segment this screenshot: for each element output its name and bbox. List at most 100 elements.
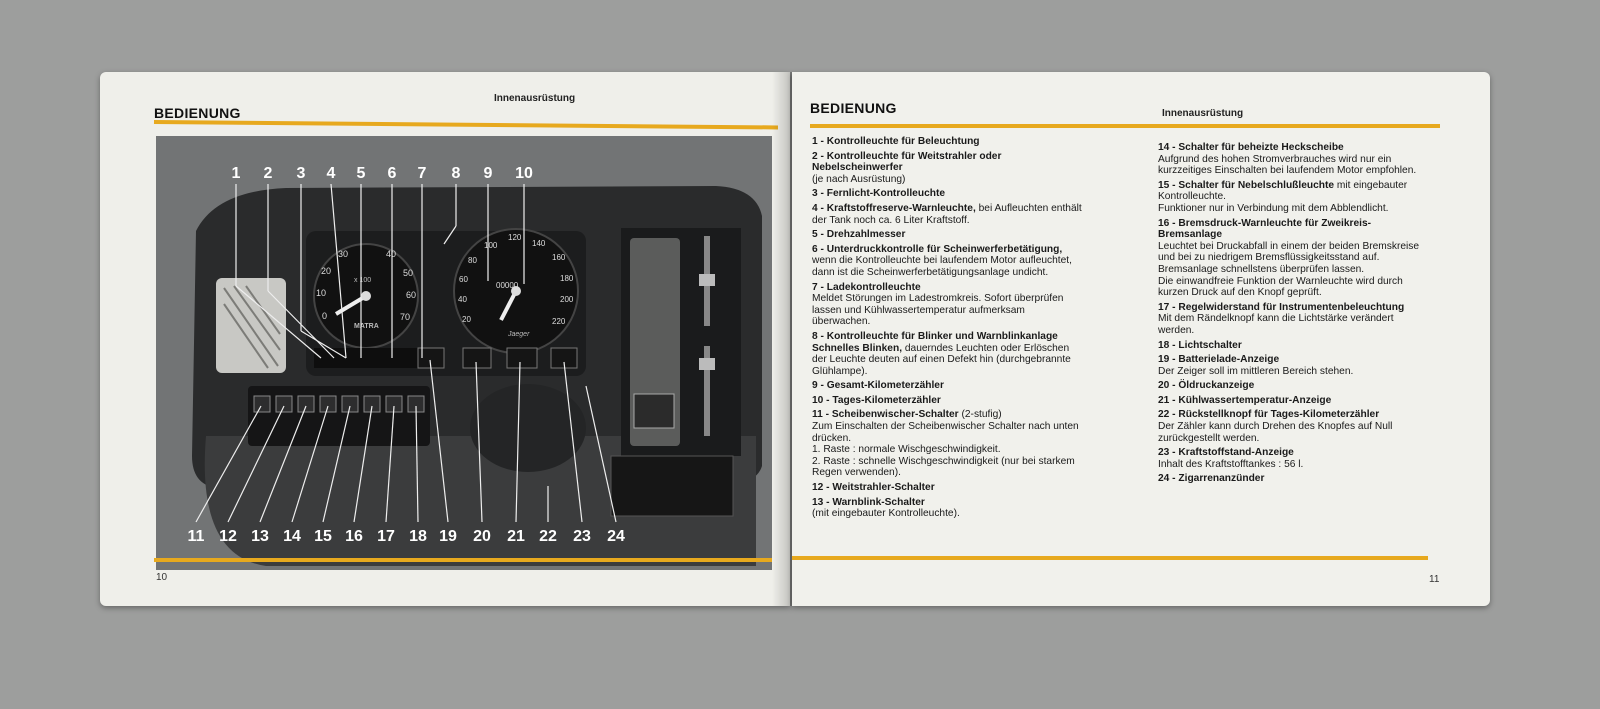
legend-item: 15 - Schalter für Nebelschlußleuchte mit… [1158,180,1430,215]
left-page-subtitle: Innenausrüstung [494,93,576,104]
legend-item-title: 19 - Batterielade-Anzeige [1158,354,1280,366]
legend-item-title: 5 - Drehzahlmesser [812,229,906,241]
legend-item-title: 3 - Fernlicht-Kontrolleuchte [812,188,946,200]
speedo-label: 140 [532,239,546,248]
speedo-label: 20 [462,315,471,324]
legend-item-inline-text: bei Aufleuchten enthält der Tank noch ca… [812,202,1082,226]
slider-knob-upper [699,274,715,286]
legend-item-title: 7 - Ladekontrolleuchte [812,281,921,293]
legend-item-title: 13 - Warnblink-Schalter [812,496,925,508]
legend-item: 10 - Tages-Kilometerzähler [812,395,1084,407]
callout-1: 1 [232,165,241,182]
legend-item-description: Mit dem Rändelknopf kann die Lichtstärke… [1158,313,1394,336]
legend-item-description: Inhalt des Kraftstofftankes : 56 l. [1158,458,1304,470]
legend-item: 3 - Fernlicht-Kontrolleuchte [812,188,1084,200]
legend-item-title: 6 - Unterdruckkontrolle für Scheinwerfer… [812,243,1063,255]
speedo-brand: Jaeger [507,331,530,338]
legend-item-title: 21 - Kühlwassertemperatur-Anzeige [1158,394,1332,406]
left-header-rule [153,120,778,130]
legend-item-description: Zum Einschalten der Scheibenwischer Scha… [812,421,1079,479]
legend-item-title: 4 - Kraftstoffreserve-Warnleuchte, [812,202,976,214]
tacho-unit: x 100 [354,277,371,284]
coolant-temp-gauge [506,347,538,369]
callout-6: 6 [388,165,397,182]
speedo-label: 220 [552,317,566,326]
callout-8: 8 [452,165,461,182]
legend-column-1: 1 - Kontrolleuchte für Beleuchtung 2 - Ko… [812,136,1084,523]
legend-item: 12 - Weitstrahler-Schalter [812,482,1084,494]
legend-item-title: 14 - Schalter für beheizte Heckscheibe [1158,142,1344,153]
speedo-label: 100 [484,241,498,250]
callout-22: 22 [539,528,557,545]
legend-item-title: 11 - Scheibenwischer-Schalter [812,409,959,421]
legend-item-title: 23 - Kraftstoffstand-Anzeige [1158,447,1294,459]
legend-item-description: (mit eingebauter Kontrolleuchte). [812,508,960,520]
legend-item: 8 - Kontrolleuchte für Blinker und Warnb… [812,331,1084,377]
speedo-label: 180 [560,274,574,283]
light-switch-badge [633,393,675,429]
callout-7: 7 [418,165,427,182]
legend-item-inline-text: dauerndes Leuchten oder Erlöschen der Le… [812,342,1071,377]
right-footer-rule [792,556,1428,560]
legend-item-description: Der Zeiger soll im mittleren Bereich ste… [1158,365,1354,377]
tacho-label: 60 [406,290,416,300]
legend-item-title: 1 - Kontrolleuchte für Beleuchtung [812,136,980,147]
legend-item: 21 - Kühlwassertemperatur-Anzeige [1158,395,1430,407]
legend-item-inline-text: mit eingebauter Kontrolleuchte. [1158,179,1408,203]
left-page-title: BEDIENUNG [154,105,241,121]
callout-21: 21 [507,528,525,545]
tacho-label: 50 [403,268,413,278]
legend-item-description: Funktioner nur in Verbindung mit dem Abb… [1158,202,1389,214]
right-page: BEDIENUNG Innenausrüstung 1 - Kontrolleu… [792,72,1490,606]
tacho-label: 30 [338,249,348,259]
tacho-brand: MATRA [354,323,379,330]
speedo-label: 40 [458,295,467,304]
oil-pressure-gauge [462,347,492,369]
callout-24: 24 [607,528,625,545]
callout-11: 11 [188,528,205,545]
legend-item-title: 15 - Schalter für Nebelschlußleuchte [1158,179,1335,191]
callout-5: 5 [357,165,366,182]
legend-item-description: Leuchtet bei Druckabfall in einem der be… [1158,240,1420,299]
legend-item-description: (je nach Ausrüstung) [812,173,906,185]
legend-item: 2 - Kontrolleuchte für Weitstrahler oder… [812,151,1084,186]
odometer: 00000 [496,281,519,290]
speedo-label: 120 [508,233,522,242]
tacho-label: 0 [322,311,327,321]
legend-item-title: 20 - Öldruckanzeige [1158,380,1255,392]
legend-item: 16 - Bremsdruck-Warnleuchte für Zweikrei… [1158,218,1430,299]
legend-item: 6 - Unterdruckkontrolle für Scheinwerfer… [812,244,1084,279]
callout-13: 13 [251,528,269,545]
speedo-label: 160 [552,253,566,262]
callout-16: 16 [345,528,363,545]
speedometer-needle [499,290,518,321]
right-page-subtitle: Innenausrüstung [1162,108,1244,119]
legend-item-title: 17 - Regelwiderstand für Instrumentenbel… [1158,301,1405,313]
steering-column [470,384,586,472]
left-page-number: 10 [156,572,168,583]
tacho-label: 20 [321,266,331,276]
legend-item-description: Aufgrund des hohen Stromverbrauches wird… [1158,153,1417,177]
legend-item-title: 9 - Gesamt-Kilometerzähler [812,380,944,392]
slider-knob-lower [699,358,715,370]
speedo-label: 60 [459,275,468,284]
legend-item-title: 8 - Kontrolleuchte für Blinker und Warnb… [812,330,1058,354]
warning-lights-strip [314,348,424,368]
right-page-title: BEDIENUNG [810,100,897,116]
fuel-gauge [550,347,578,369]
callout-12: 12 [219,528,237,545]
callout-19: 19 [439,528,457,545]
callout-3: 3 [297,165,306,182]
right-header-rule [810,124,1440,128]
legend-item: 13 - Warnblink-Schalter(mit eingebauter … [812,497,1084,520]
legend-item-inline-text: (2-stufig) [958,409,1002,421]
legend-item: 5 - Drehzahlmesser [812,229,1084,241]
callout-9: 9 [484,165,493,182]
legend-item: 24 - Zigarrenanzünder [1158,473,1430,485]
callout-20: 20 [473,528,491,545]
legend-item-description: Der Zähler kann durch Drehen des Knopfes… [1158,421,1393,444]
